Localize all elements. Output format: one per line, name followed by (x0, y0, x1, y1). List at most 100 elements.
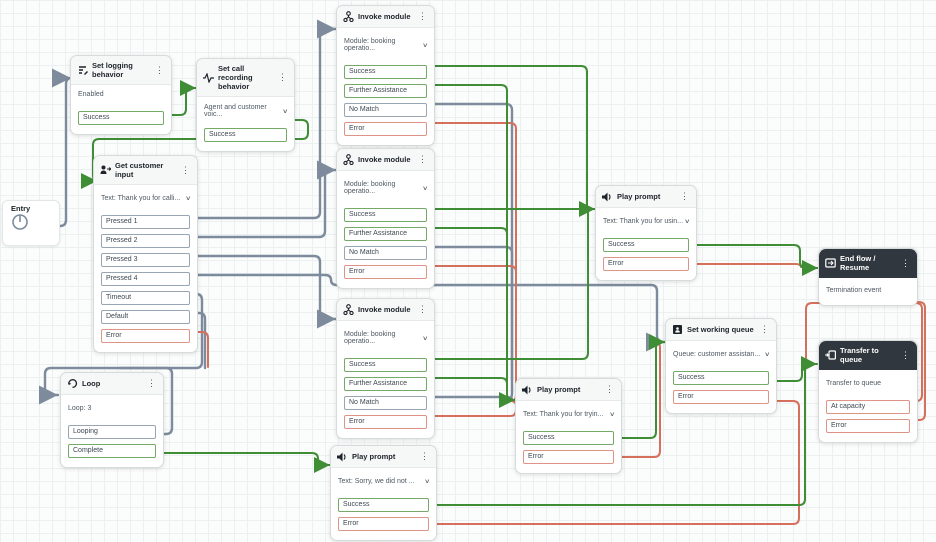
output-further-assistance[interactable]: Further Assistance (344, 227, 427, 241)
speaker-icon (522, 384, 533, 395)
termination-event-label: Termination event (826, 287, 882, 294)
output-success[interactable]: Success (344, 208, 427, 222)
output-looping[interactable]: Looping (68, 425, 156, 439)
menu-dots-icon[interactable]: ⋮ (155, 64, 164, 75)
node-title: Transfer to queue (840, 346, 879, 364)
node-loop[interactable]: Loop ⋮ Loop: 3 Looping Complete (60, 372, 164, 468)
output-further-assistance[interactable]: Further Assistance (344, 84, 427, 98)
entry-point[interactable]: Entry (2, 200, 60, 246)
node-title: Set call recording behavior (218, 64, 253, 91)
output-error[interactable]: Error (344, 122, 427, 136)
chevron-down-icon[interactable]: ∨ (423, 479, 430, 485)
output-error[interactable]: Error (826, 419, 910, 433)
node-play-prompt-mid[interactable]: Play prompt ⋮ Text: Thank you for tryin.… (515, 378, 622, 474)
output-success[interactable]: Success (344, 65, 427, 79)
output-success[interactable]: Success (673, 371, 769, 385)
node-get-customer-input[interactable]: Get customer input ⋮ Text: Thank you for… (93, 155, 198, 353)
output-success[interactable]: Success (344, 358, 427, 372)
node-set-call-recording[interactable]: Set call recording behavior ⋮ Agent and … (196, 58, 295, 152)
output-error[interactable]: Error (344, 265, 427, 279)
chevron-down-icon[interactable]: ∨ (421, 335, 428, 342)
wire-gci-error (188, 331, 209, 368)
chevron-down-icon[interactable]: ∨ (281, 108, 288, 115)
node-play-prompt-right[interactable]: Play prompt ⋮ Text: Thank you for usin..… (595, 185, 697, 281)
node-end-flow-resume[interactable]: End flow / Resume ⋮ Termination event (818, 248, 918, 306)
chevron-down-icon[interactable]: ∨ (421, 185, 428, 192)
param-value: Text: Thank you for calli... (101, 195, 181, 202)
wire-playprompt-right-success (687, 244, 819, 276)
node-title: Play prompt (537, 385, 581, 394)
output-error[interactable]: Error (101, 329, 190, 343)
menu-dots-icon[interactable]: ⋮ (901, 257, 910, 268)
logging-icon (77, 65, 88, 76)
output-pressed-1[interactable]: Pressed 1 (101, 215, 190, 229)
node-title: Loop (82, 379, 101, 388)
wire-no-match-1 (425, 102, 514, 402)
chevron-down-icon[interactable]: ∨ (608, 412, 615, 418)
output-success[interactable]: Success (338, 498, 429, 512)
menu-dots-icon[interactable]: ⋮ (680, 191, 689, 201)
node-title: Play prompt (617, 192, 661, 201)
param-value: Agent and customer voic... (204, 104, 267, 118)
output-no-match[interactable]: No Match (344, 396, 427, 410)
wire-transfer-error (908, 301, 926, 421)
chevron-down-icon[interactable]: ∨ (683, 219, 690, 225)
output-pressed-4[interactable]: Pressed 4 (101, 272, 190, 286)
output-error[interactable]: Error (344, 415, 427, 429)
output-error[interactable]: Error (603, 257, 689, 271)
output-no-match[interactable]: No Match (344, 246, 427, 260)
menu-dots-icon[interactable]: ⋮ (605, 384, 614, 394)
node-invoke-module-3[interactable]: Invoke module ⋮ Module: booking operatio… (336, 298, 435, 439)
node-title: End flow / Resume (840, 254, 876, 272)
output-error[interactable]: Error (338, 517, 429, 531)
menu-dots-icon[interactable]: ⋮ (278, 72, 287, 82)
menu-dots-icon[interactable]: ⋮ (418, 11, 427, 21)
output-success[interactable]: Success (523, 431, 614, 445)
output-error[interactable]: Error (523, 450, 614, 464)
output-further-assistance[interactable]: Further Assistance (344, 377, 427, 391)
menu-dots-icon[interactable]: ⋮ (418, 154, 427, 164)
chevron-down-icon[interactable]: ∨ (421, 42, 428, 49)
menu-dots-icon[interactable]: ⋮ (147, 378, 156, 388)
chevron-down-icon[interactable]: ∨ (184, 196, 191, 202)
node-title: Get customer input (115, 161, 164, 179)
node-transfer-to-queue[interactable]: Transfer to queue ⋮ Transfer to queue At… (818, 340, 918, 443)
node-invoke-module-2[interactable]: Invoke module ⋮ Module: booking operatio… (336, 148, 435, 289)
output-timeout[interactable]: Timeout (101, 291, 190, 305)
output-success[interactable]: Success (603, 238, 689, 252)
menu-dots-icon[interactable]: ⋮ (181, 164, 190, 175)
wire-playprompt-bottom-error (427, 400, 800, 525)
menu-dots-icon[interactable]: ⋮ (901, 349, 910, 360)
node-play-prompt-bottom[interactable]: Play prompt ⋮ Text: Sorry, we did not ..… (330, 445, 437, 541)
output-default[interactable]: Default (101, 310, 190, 324)
chevron-down-icon[interactable]: ∨ (763, 352, 770, 358)
output-success[interactable]: Success (78, 111, 164, 125)
wire-module2-fa (426, 227, 508, 381)
output-at-capacity[interactable]: At capacity (826, 400, 910, 414)
menu-dots-icon[interactable]: ⋮ (420, 451, 429, 461)
node-title: Set working queue (687, 325, 754, 334)
wire-playprompt-mid-success (612, 334, 666, 439)
output-pressed-2[interactable]: Pressed 2 (101, 234, 190, 248)
node-title: Set logging behavior (92, 61, 133, 79)
node-set-logging-behavior[interactable]: Set logging behavior ⋮ Enabled Success (70, 55, 172, 135)
wire-entry (26, 68, 73, 228)
output-pressed-3[interactable]: Pressed 3 (101, 253, 190, 267)
module-icon (343, 154, 354, 165)
menu-dots-icon[interactable]: ⋮ (760, 324, 769, 334)
output-no-match[interactable]: No Match (344, 103, 427, 117)
wire-pressed-2 (187, 160, 338, 239)
output-success[interactable]: Success (204, 128, 287, 142)
node-set-working-queue[interactable]: Set working queue ⋮ Queue: customer assi… (665, 318, 777, 414)
wire-module3-success (426, 208, 589, 360)
param-value: Module: booking operatio... (344, 331, 396, 345)
node-invoke-module-1[interactable]: Invoke module ⋮ Module: booking operatio… (336, 5, 435, 146)
wire-looping (118, 366, 174, 436)
menu-dots-icon[interactable]: ⋮ (418, 304, 427, 314)
output-error[interactable]: Error (673, 390, 769, 404)
module-icon (343, 304, 354, 315)
module-icon (343, 11, 354, 22)
output-complete[interactable]: Complete (68, 444, 156, 458)
entry-connector-icon[interactable] (11, 214, 31, 234)
